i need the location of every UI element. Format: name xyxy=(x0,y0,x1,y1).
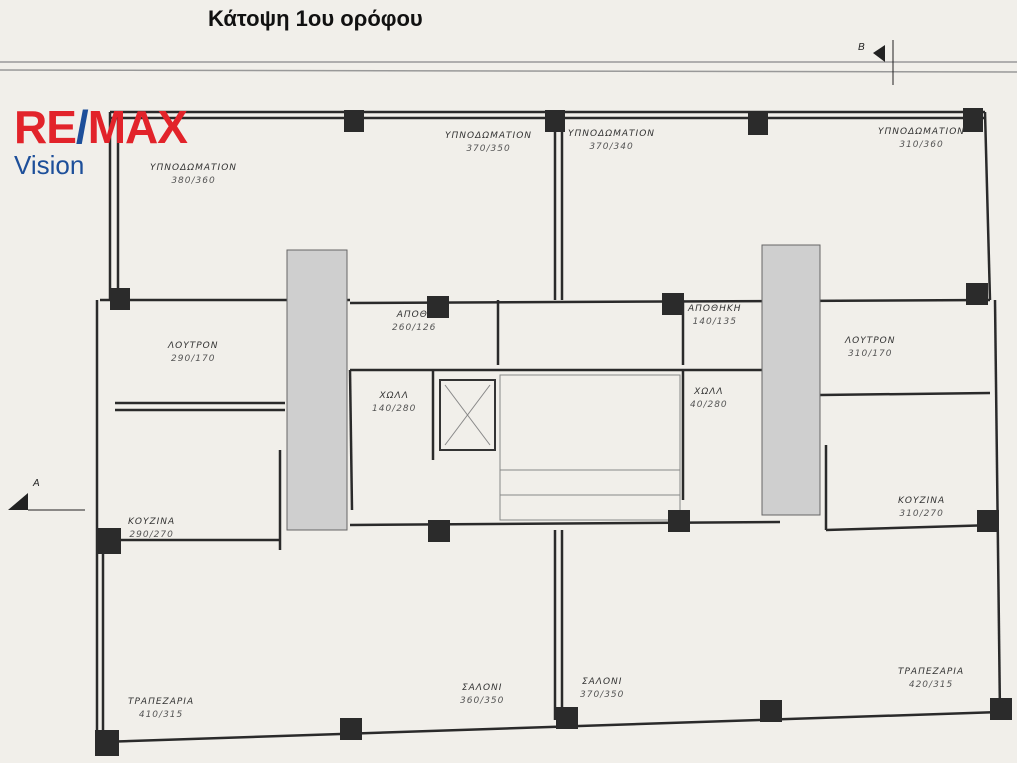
structural-columns xyxy=(95,108,1012,756)
room-label: ΑΠΟΘ.260/126 xyxy=(392,310,437,333)
page-title: Κάτοψη 1ου ορόφου xyxy=(208,6,423,31)
section-b-arrow-icon xyxy=(873,45,885,62)
staircase xyxy=(439,374,681,521)
remax-logo: RE/MAX Vision xyxy=(14,101,188,180)
street-line xyxy=(0,61,1017,73)
section-a-arrow-icon xyxy=(8,493,28,510)
section-a-label: A xyxy=(33,478,40,489)
logo-brand: RE/MAX xyxy=(14,101,188,153)
section-b-label: B xyxy=(858,42,865,53)
walls xyxy=(95,110,1002,745)
corridor-hatching xyxy=(286,244,821,531)
logo-sub: Vision xyxy=(14,150,85,180)
